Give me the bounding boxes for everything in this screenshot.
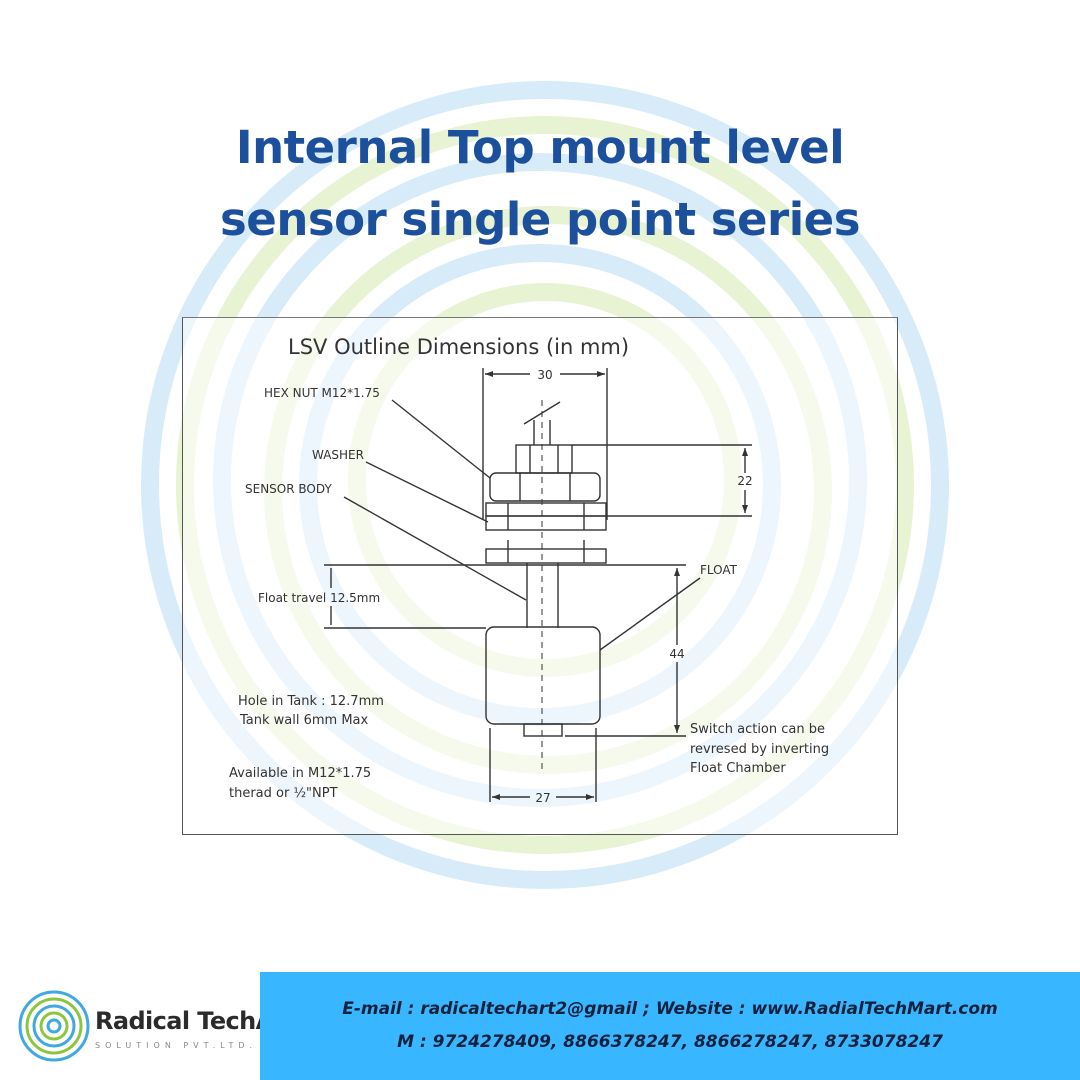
diagram-heading: LSV Outline Dimensions (in mm) (288, 335, 629, 359)
label-washer: WASHER (312, 448, 364, 462)
label-float-travel: Float travel 12.5mm (258, 591, 380, 605)
title-line-1: Internal Top mount level (235, 121, 845, 174)
contact-email-website: E-mail : radicaltechart2@gmail ; Website… (342, 999, 998, 1019)
contact-bar: E-mail : radicaltechart2@gmail ; Website… (260, 972, 1080, 1080)
dim-float-width: 27 (535, 791, 550, 805)
label-switch-line2: revresed by inverting (690, 742, 829, 757)
contact-phone: M : 9724278409, 8866378247, 8866278247, … (397, 1032, 943, 1052)
label-avail-line1: Available in M12*1.75 (229, 766, 371, 781)
label-sensor-body: SENSOR BODY (245, 482, 332, 496)
dim-nut-height: 22 (737, 474, 752, 488)
label-hole-line2: Tank wall 6mm Max (239, 713, 369, 728)
dim-total-height: 44 (669, 647, 684, 661)
drawing-frame (182, 317, 898, 835)
label-hex-nut: HEX NUT M12*1.75 (264, 386, 380, 400)
brand-logo-icon (18, 990, 90, 1062)
title-line-2: sensor single point series (220, 193, 860, 246)
brand-subtitle: SOLUTION PVT.LTD. (95, 1041, 258, 1050)
label-float: FLOAT (700, 563, 738, 577)
dim-top-width: 30 (537, 368, 552, 382)
label-switch-line1: Switch action can be (690, 722, 825, 737)
page-title: Internal Top mount level sensor single p… (140, 112, 940, 256)
label-hole-line1: Hole in Tank : 12.7mm (238, 694, 384, 709)
label-avail-line2: therad or ½"NPT (229, 786, 338, 801)
brand-logo-area (0, 972, 260, 1080)
label-switch-line3: Float Chamber (690, 761, 786, 776)
